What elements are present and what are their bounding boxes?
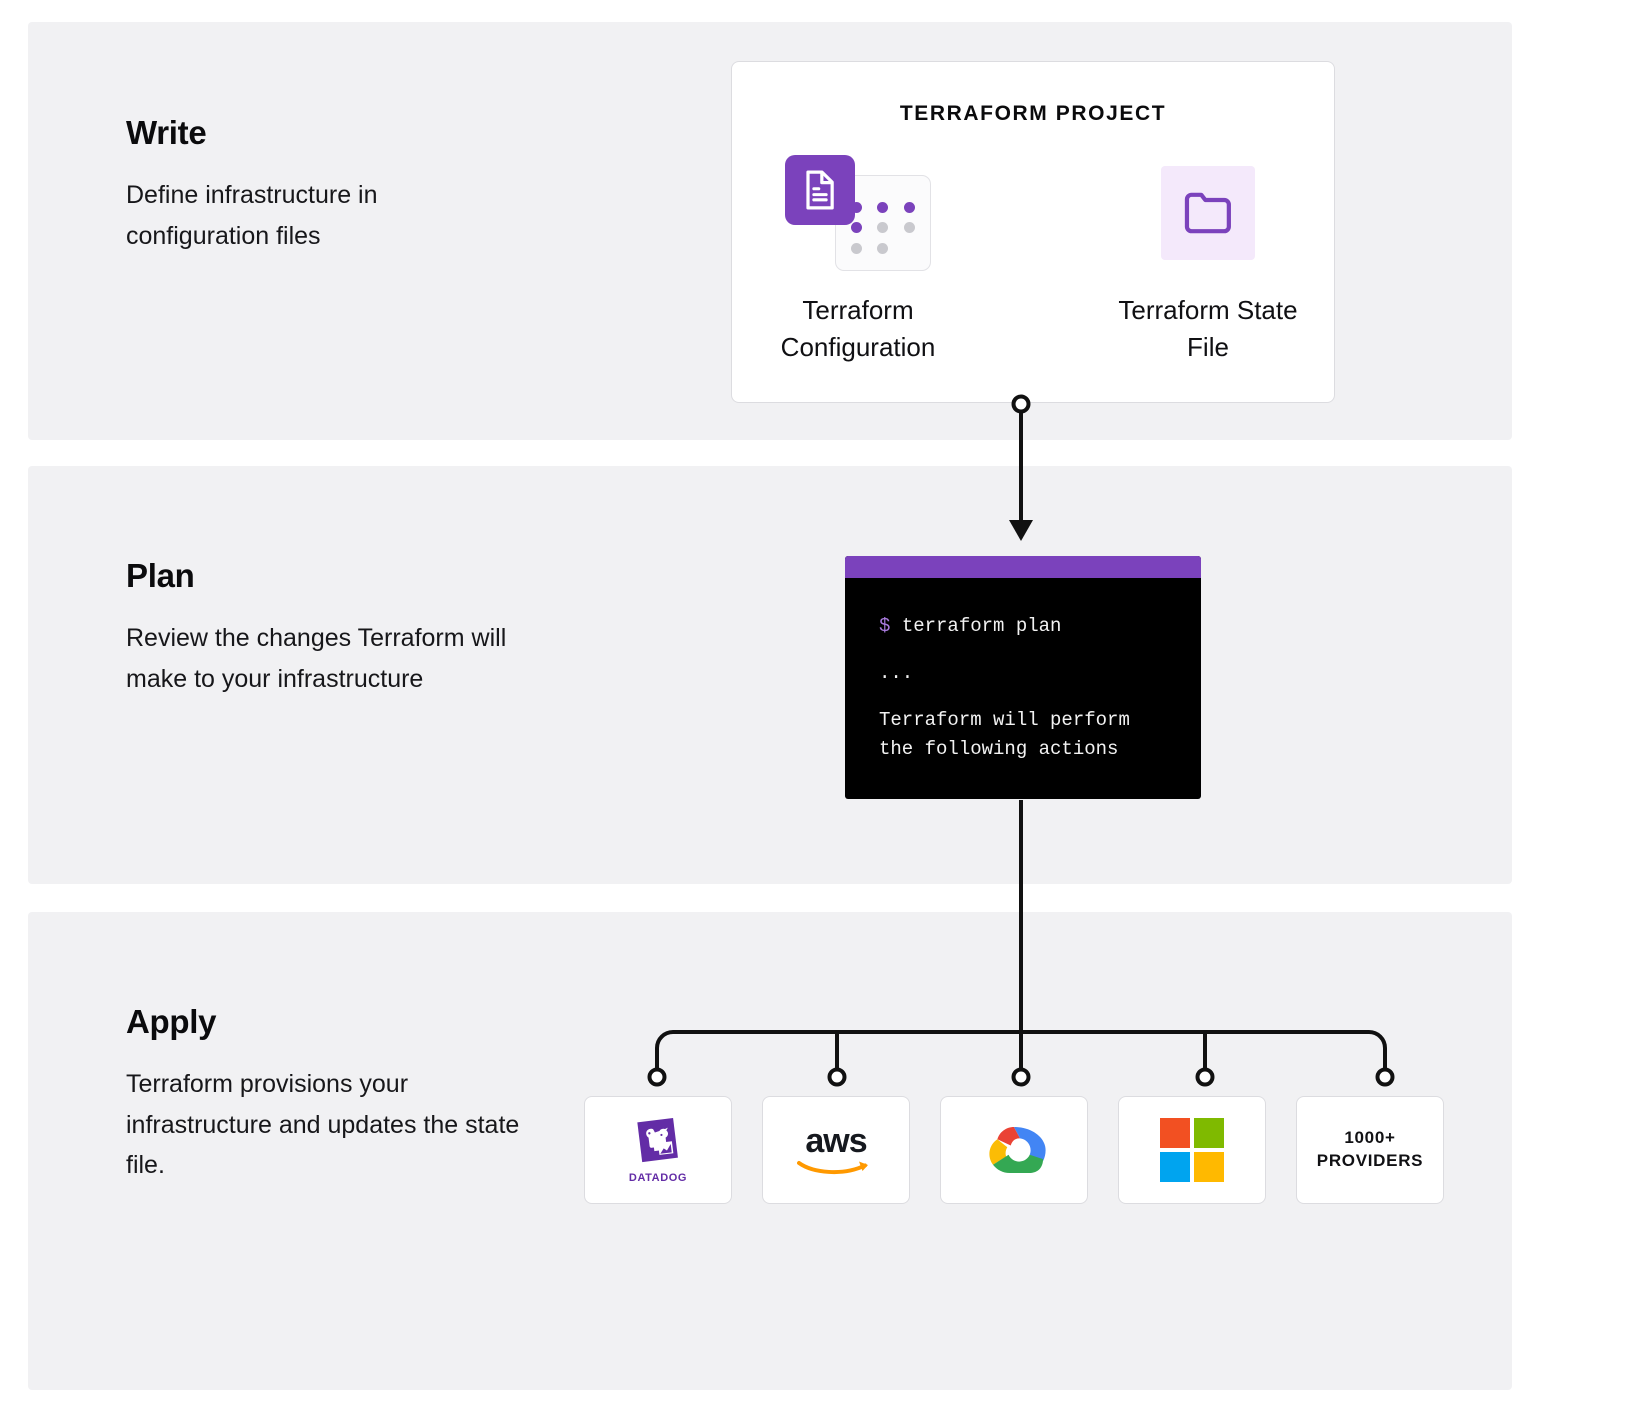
grid-dot — [877, 201, 889, 213]
terminal-output-line-1: Terraform will perform — [879, 708, 1130, 731]
grid-dot — [904, 222, 916, 234]
terminal-titlebar — [845, 556, 1201, 578]
microsoft-square-red — [1160, 1118, 1190, 1148]
step-apply-title: Apply — [126, 1003, 217, 1040]
terraform-project-title: TERRAFORM PROJECT — [899, 102, 1167, 125]
provider-row: DATADOG aws — [584, 1096, 1444, 1204]
provider-card-datadog[interactable]: DATADOG — [584, 1096, 732, 1204]
provider-card-more-providers[interactable]: 1000+ PROVIDERS — [1296, 1096, 1444, 1204]
grid-dot — [850, 201, 862, 213]
terraform-state-file-label: Terraform State File — [1118, 295, 1298, 362]
terraform-configuration-icon-wrap — [785, 154, 931, 272]
document-icon — [785, 155, 855, 225]
microsoft-square-blue — [1160, 1152, 1190, 1182]
terminal-spacer — [879, 641, 1167, 659]
terraform-project-card: TERRAFORM PROJECT — [731, 61, 1335, 403]
datadog-wordmark: DATADOG — [628, 1171, 688, 1184]
terraform-configuration-item: Terraform Configuration — [758, 154, 958, 366]
aws-swoosh-icon — [797, 1161, 868, 1175]
more-providers-count: 1000+ — [1344, 1128, 1396, 1148]
more-providers-label: PROVIDERS — [1316, 1151, 1424, 1170]
step-apply: Apply Terraform provisions your infrastr… — [126, 1003, 526, 1186]
step-plan-title: Plan — [126, 557, 195, 594]
provider-card-microsoft[interactable] — [1118, 1096, 1266, 1204]
aws-logo: aws — [797, 1121, 875, 1175]
step-write: Write Define infrastructure in configura… — [126, 114, 526, 256]
terminal-body: $ terraform plan ... Terraform will perf… — [845, 578, 1201, 764]
terminal-spacer — [879, 688, 1167, 706]
datadog-logo: DATADOG — [629, 1117, 687, 1184]
terminal-command: terraform plan — [901, 615, 1062, 637]
terraform-configuration-label: Terraform Configuration — [780, 295, 936, 362]
step-plan-description: Review the changes Terraform will make t… — [126, 624, 507, 693]
provider-card-google-cloud[interactable] — [940, 1096, 1088, 1204]
terminal-ellipsis: ... — [879, 661, 914, 684]
terraform-state-file-icon-wrap — [1161, 154, 1255, 272]
terraform-project-items: Terraform Configuration Terraform State … — [732, 154, 1334, 366]
terraform-state-file-item: Terraform State File — [1108, 154, 1308, 366]
document-grid-icon — [785, 155, 931, 271]
microsoft-square-green — [1194, 1118, 1224, 1148]
band-plan — [28, 466, 1512, 884]
step-plan: Plan Review the changes Terraform will m… — [126, 557, 526, 699]
grid-dot — [904, 201, 916, 213]
folder-icon — [1161, 166, 1255, 260]
microsoft-logo — [1160, 1118, 1224, 1182]
step-write-description: Define infrastructure in configuration f… — [126, 181, 378, 250]
google-cloud-logo — [989, 1127, 1046, 1173]
terminal-output-line-2: the following actions — [879, 737, 1119, 760]
aws-wordmark: aws — [805, 1121, 867, 1160]
terminal-window: $ terraform plan ... Terraform will perf… — [845, 556, 1201, 799]
step-write-title: Write — [126, 114, 207, 151]
microsoft-square-yellow — [1194, 1152, 1224, 1182]
grid-dot — [877, 243, 889, 255]
provider-card-aws[interactable]: aws — [762, 1096, 910, 1204]
more-providers-text: 1000+ PROVIDERS — [1317, 1127, 1423, 1173]
grid-dot — [850, 243, 862, 255]
grid-dot — [877, 222, 889, 234]
terminal-prompt: $ — [879, 615, 891, 637]
step-apply-description: Terraform provisions your infrastructure… — [126, 1070, 520, 1180]
grid-dot — [850, 222, 862, 234]
dot-grid — [843, 197, 923, 259]
